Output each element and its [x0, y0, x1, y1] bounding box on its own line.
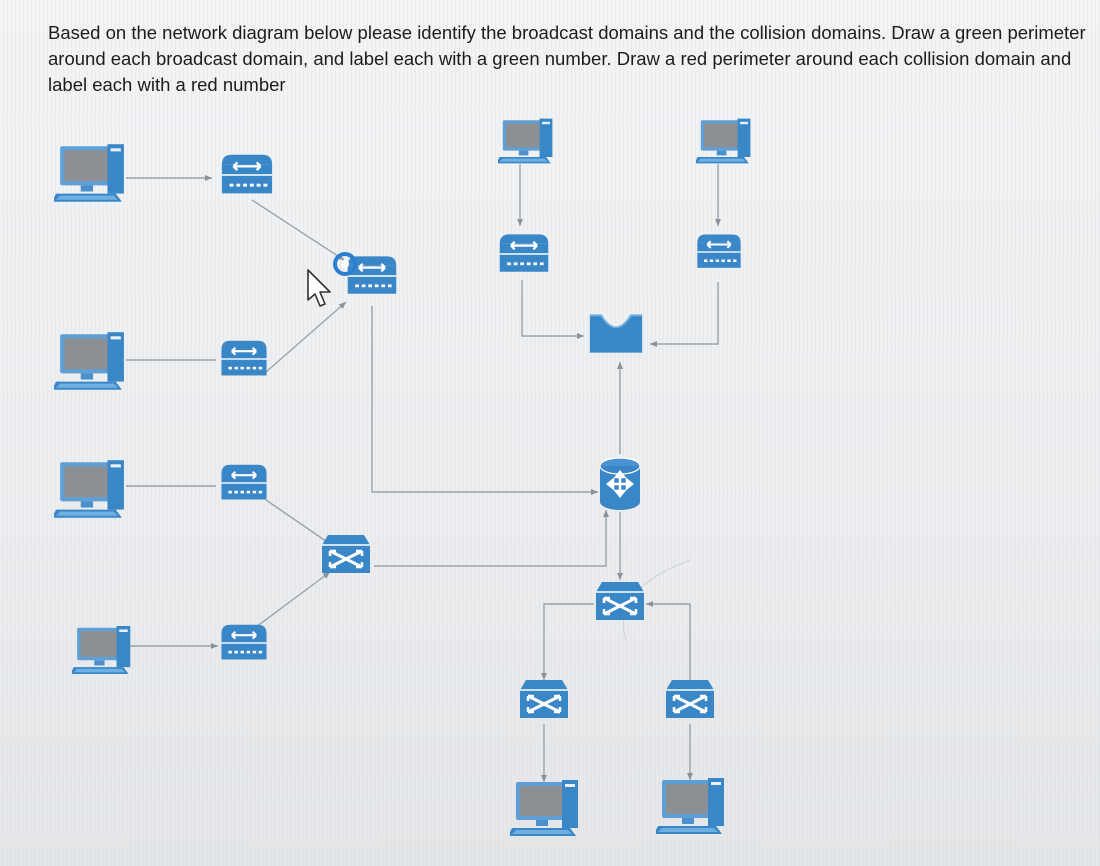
computer-icon	[54, 144, 124, 202]
link-hub4-swl	[251, 571, 331, 631]
computer-icon	[696, 118, 751, 164]
link-swbr-swc	[646, 601, 691, 680]
hub-icon	[220, 339, 268, 377]
link-hubc-router	[371, 306, 598, 495]
computer-icon	[656, 778, 724, 834]
computer-icon	[72, 626, 131, 674]
click-indicator-icon	[333, 252, 357, 276]
question-text: Based on the network diagram below pleas…	[48, 22, 1086, 95]
link-hubtr-bridge	[650, 282, 719, 347]
mouse-cursor-icon	[307, 269, 331, 307]
computer-icon	[498, 118, 553, 164]
link-hubtm-bridge	[521, 280, 584, 339]
hub-icon	[220, 623, 268, 661]
switch-icon	[320, 533, 372, 575]
switch-icon	[594, 580, 646, 622]
link-swl-router	[374, 510, 609, 567]
network-links	[126, 164, 721, 782]
bridge-icon	[588, 314, 644, 354]
link-hub3-swl	[265, 499, 337, 549]
switch-icon	[664, 678, 716, 720]
link-swc-swbl	[541, 603, 594, 680]
hub-icon	[498, 233, 550, 274]
computer-icon	[510, 780, 578, 836]
link-hub1-hubc	[251, 199, 345, 261]
computer-icon	[54, 460, 124, 518]
computer-icon	[54, 332, 124, 390]
link-hub2-hubc	[265, 301, 347, 373]
switch-icon	[518, 678, 570, 720]
hub-icon	[696, 233, 742, 270]
router-icon	[598, 456, 642, 512]
hub-icon	[220, 463, 268, 501]
hub-icon	[220, 153, 274, 195]
